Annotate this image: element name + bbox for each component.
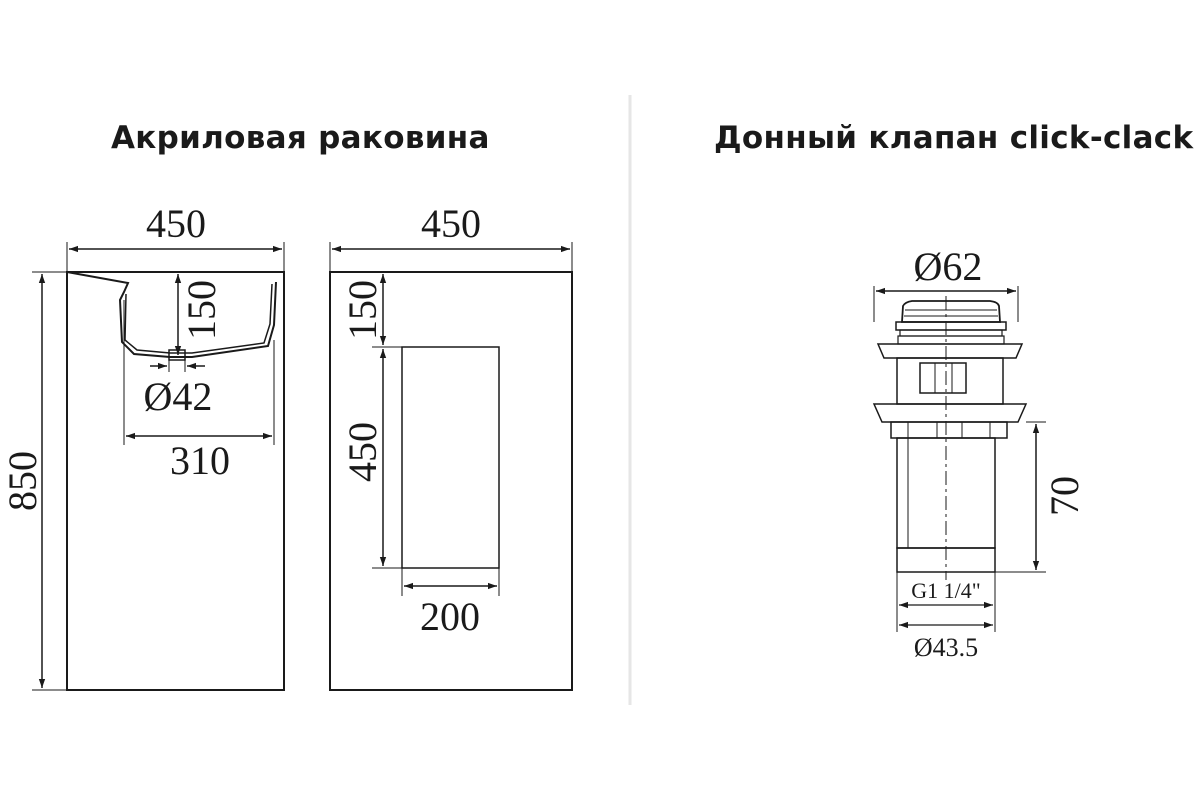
valve-window	[919, 362, 967, 394]
sink-side-niche	[401, 346, 500, 569]
dim-valve-length: 70	[1042, 476, 1087, 516]
sink-side-view	[329, 242, 573, 691]
dim-pipe-diameter: Ø43.5	[914, 633, 978, 662]
dim-thread: G1 1/4"	[911, 578, 980, 603]
sink-bowl-profile	[66, 271, 277, 358]
sink-front-view	[32, 242, 285, 691]
sink-side-outline	[329, 271, 573, 691]
valve-flange	[895, 321, 1007, 331]
valve-thread-body	[896, 357, 1004, 405]
sink-front-outline	[66, 271, 285, 691]
valve-lower-gasket	[872, 403, 1028, 423]
dim-drain-diameter: Ø42	[144, 374, 213, 419]
dim-top-offset: 150	[340, 280, 385, 340]
sink-title: Акриловая раковина	[111, 120, 490, 156]
dim-bowl-depth: 150	[179, 280, 224, 340]
dim-cap-diameter: Ø62	[914, 244, 983, 289]
valve-drawing	[872, 286, 1046, 632]
dim-side-width: 450	[421, 201, 481, 246]
dim-bowl-width: 310	[170, 438, 230, 483]
dim-niche-width: 200	[420, 594, 480, 639]
valve-cap	[901, 300, 1001, 323]
valve-gasket	[876, 343, 1024, 359]
dim-sink-height: 850	[0, 451, 45, 511]
sink-drain	[168, 349, 186, 361]
valve-title: Донный клапан click-clack	[714, 120, 1194, 156]
dim-sink-width: 450	[146, 201, 206, 246]
dim-niche-height: 450	[340, 422, 385, 482]
